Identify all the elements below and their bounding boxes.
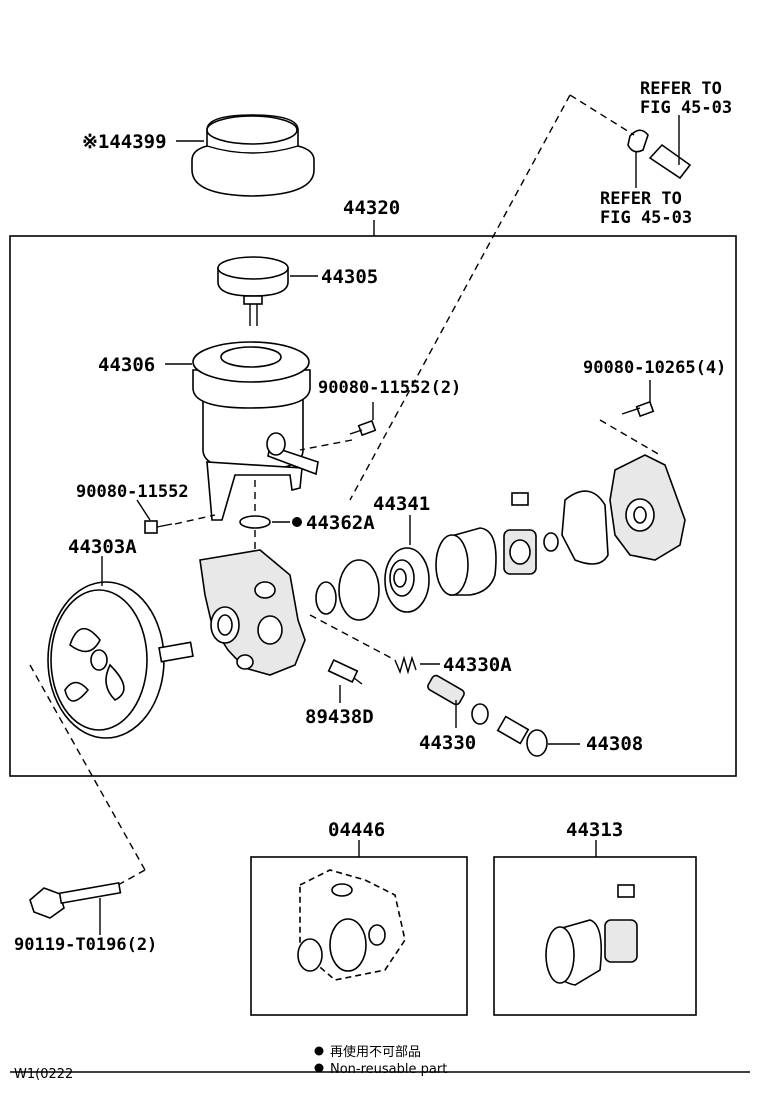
snap-ring	[543, 532, 559, 552]
rear-housing	[609, 454, 686, 561]
label-90119: 90119-T0196(2)	[14, 935, 157, 955]
label-44308: 44308	[586, 733, 643, 755]
reservoir-cover-44399	[191, 114, 315, 197]
label-44305: 44305	[321, 266, 378, 288]
legend-dot-1	[314, 1046, 324, 1056]
filler-cap-44305	[217, 256, 289, 326]
label-44330: 44330	[419, 732, 476, 754]
union-fitting-44308	[496, 715, 548, 757]
gasket-kit-04446	[297, 869, 406, 981]
rotor	[503, 529, 537, 575]
legend-dot-2	[314, 1063, 324, 1073]
footer-code: W1(0222	[14, 1067, 73, 1082]
flow-valve-44330	[427, 674, 465, 706]
sensor-89438D	[327, 659, 363, 685]
cam-ring	[435, 527, 497, 596]
bolt-90080-10265-4	[621, 400, 655, 418]
kit-frame-44313	[493, 856, 697, 1016]
cam-kit-44313	[545, 884, 638, 986]
label-90080-11552: 90080-11552	[76, 482, 189, 502]
spring-44330A	[394, 655, 417, 675]
label-refer-bot-2: FIG 45-03	[600, 208, 692, 228]
label-refer-bot-1: REFER TO	[600, 189, 682, 209]
o-ring-small	[315, 581, 337, 615]
vane	[511, 492, 529, 506]
label-refer-top-1: REFER TO	[640, 79, 722, 99]
label-refer-top-2: FIG 45-03	[640, 98, 732, 118]
pump-body	[199, 549, 306, 676]
label-04446: 04446	[328, 819, 385, 841]
o-ring-44362A	[239, 515, 271, 529]
label-44313: 44313	[566, 819, 623, 841]
reservoir-tank-44306	[192, 341, 319, 521]
o-ring-large	[338, 559, 380, 621]
bolt-90080-11552	[144, 520, 173, 534]
hose-clamp	[627, 129, 692, 180]
pulley-44303A	[47, 581, 194, 739]
label-44306: 44306	[98, 354, 155, 376]
label-44341: 44341	[373, 493, 430, 515]
gasket-side-plate	[561, 490, 609, 565]
cam-ring-44341	[384, 547, 430, 613]
label-44320: 44320	[343, 197, 400, 219]
bolt-90080-11552-2	[349, 419, 377, 437]
legend-en: Non-reusable part	[330, 1062, 447, 1077]
label-90080-10265-4: 90080-10265(4)	[583, 358, 726, 378]
label-44303A: 44303A	[68, 536, 137, 558]
o-ring-44330	[471, 703, 489, 725]
non-reusable-dot	[292, 517, 302, 527]
label-44362A: 44362A	[306, 512, 375, 534]
label-44399: ※144399	[82, 131, 167, 153]
assembly-frame-44320	[9, 235, 737, 777]
legend-jp: 再使用不可部品	[330, 1044, 421, 1060]
label-44330A: 44330A	[443, 654, 512, 676]
label-90080-11552-2: 90080-11552(2)	[318, 378, 461, 398]
bolt-90119	[29, 881, 122, 919]
label-89438D: 89438D	[305, 706, 374, 728]
